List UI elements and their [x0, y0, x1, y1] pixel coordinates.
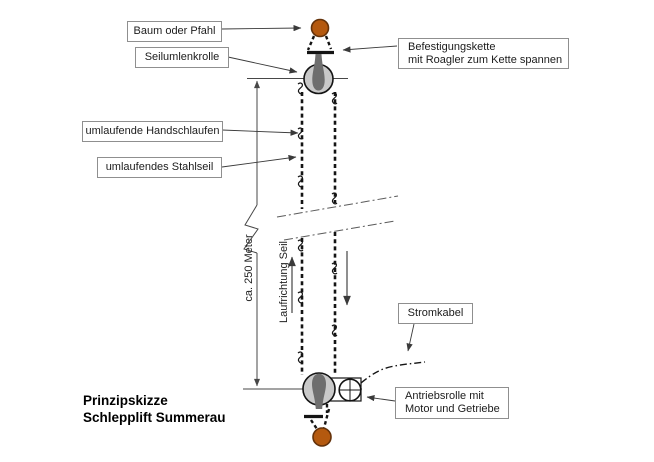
hand-loop-hooks	[297, 82, 338, 364]
callout-handschlaufen: umlaufende Handschlaufen	[82, 121, 223, 142]
callout-stahlseil-label: umlaufendes Stahlseil	[105, 161, 214, 173]
power-cable	[360, 361, 426, 384]
callout-befestigungskette-line1: Befestigungskette	[408, 40, 496, 53]
drawing-title-line1: Prinzipskizze	[83, 393, 168, 408]
drawing-title: Prinzipskizze Schlepplift Summerau	[83, 392, 226, 426]
callout-antriebsrolle: Antriebsrolle mit Motor und Getriebe	[395, 387, 509, 419]
leader-seilumlenkrolle	[227, 56, 298, 74]
leader-baum	[221, 24, 302, 32]
callout-handschlaufen-label: umlaufende Handschlaufen	[85, 125, 220, 137]
top-pole-icon	[310, 18, 330, 38]
callout-stromkabel-label: Stromkabel	[407, 307, 464, 319]
dimension-break-zigzag	[243, 204, 259, 254]
callout-baum-label: Baum oder Pfahl	[133, 25, 216, 37]
section-break-lines	[276, 195, 399, 241]
drive-pulley-icon	[302, 372, 362, 409]
callout-antriebsrolle-line2: Motor und Getriebe	[405, 403, 500, 415]
leader-stromkabel	[406, 323, 415, 352]
leader-antriebsrolle	[366, 394, 396, 402]
callout-stromkabel: Stromkabel	[398, 303, 473, 324]
leader-lines	[221, 24, 415, 402]
distance-annotation: ca. 250 Meter	[243, 234, 255, 302]
drawing-title-line2: Schlepplift Summerau	[83, 410, 226, 425]
callout-seilumlenkrolle-label: Seilumlenkrolle	[144, 51, 220, 63]
steel-rope	[300, 92, 337, 375]
leader-befestigungskette	[342, 45, 398, 53]
callout-befestigungskette: Befestigungskette mit Roagler zum Kette …	[398, 38, 569, 69]
fastening-chain-bottom	[304, 404, 331, 430]
deflection-pulley-icon	[303, 54, 334, 95]
callout-befestigungskette-line2: mit Roagler zum Kette spannen	[408, 53, 563, 66]
callout-stahlseil: umlaufendes Stahlseil	[97, 157, 222, 178]
leader-handschlaufen	[221, 129, 299, 136]
bottom-pole-icon	[312, 427, 332, 447]
leader-stahlseil	[221, 154, 297, 168]
callout-baum-oder-pfahl: Baum oder Pfahl	[127, 21, 222, 42]
callout-antriebsrolle-line1: Antriebsrolle mit	[405, 390, 484, 402]
direction-annotation: Laufrichtung Seil	[278, 241, 290, 323]
callout-seilumlenkrolle: Seilumlenkrolle	[135, 47, 229, 68]
motor-symbol-icon	[338, 378, 362, 402]
